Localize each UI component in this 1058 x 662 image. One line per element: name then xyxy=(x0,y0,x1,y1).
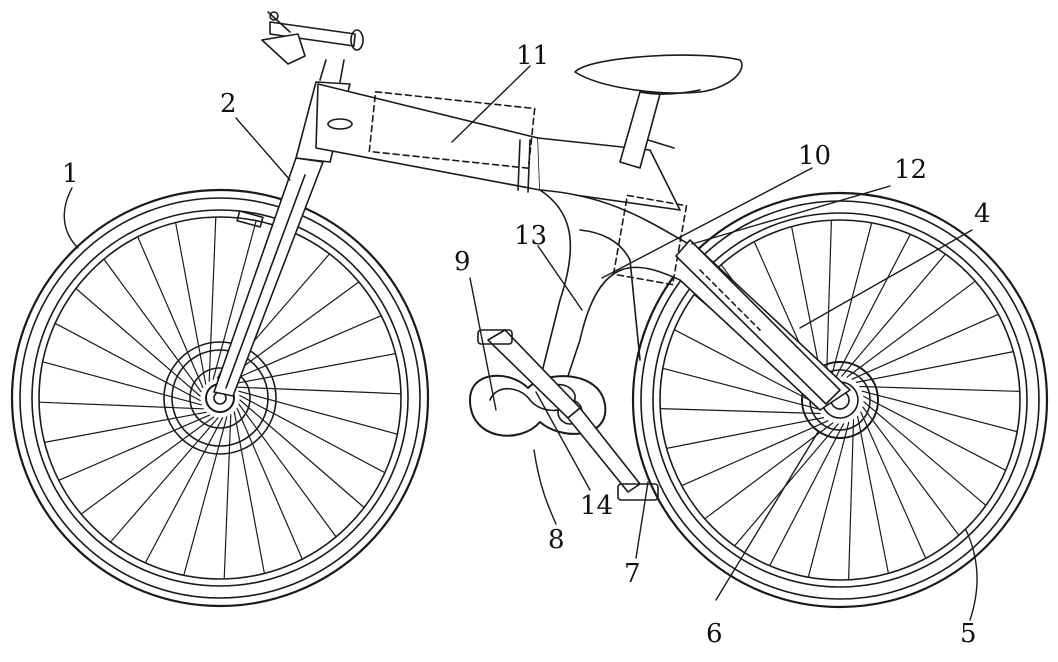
label-8: 8 xyxy=(548,525,565,555)
chain-stay xyxy=(676,240,840,404)
label-14: 14 xyxy=(580,491,613,521)
front-wheel xyxy=(12,190,428,606)
spoke xyxy=(831,223,872,378)
label-5: 5 xyxy=(960,619,977,649)
spoke xyxy=(827,220,832,380)
spoke xyxy=(55,323,200,400)
label-13: 13 xyxy=(514,221,547,251)
saddle xyxy=(575,55,742,94)
spoke xyxy=(237,387,401,394)
front-fork xyxy=(214,158,323,396)
spoke xyxy=(224,415,231,579)
front-spokes xyxy=(39,217,401,579)
label-6: 6 xyxy=(706,619,723,649)
front-brake-disc xyxy=(164,342,276,454)
handlebar xyxy=(262,12,363,64)
label-10: 10 xyxy=(798,141,831,171)
spoke xyxy=(209,217,216,381)
spoke xyxy=(145,418,222,563)
spoke xyxy=(138,237,203,388)
label-11: 11 xyxy=(516,41,549,71)
spoke xyxy=(849,420,854,580)
spoke xyxy=(59,415,210,480)
spoke xyxy=(43,362,202,405)
spoke xyxy=(860,387,1020,392)
label-9: 9 xyxy=(454,247,471,277)
spoke xyxy=(184,417,227,576)
label-7: 7 xyxy=(624,559,641,589)
label-12: 12 xyxy=(894,155,927,185)
spoke xyxy=(836,234,910,376)
spoke xyxy=(660,409,820,414)
spoke xyxy=(862,391,1017,432)
label-2: 2 xyxy=(220,89,237,119)
spoke xyxy=(864,396,1006,470)
spoke xyxy=(240,396,385,473)
spoke xyxy=(808,422,849,577)
spoke xyxy=(237,408,302,559)
label-1: 1 xyxy=(62,159,79,189)
spoke xyxy=(239,391,397,434)
spoke xyxy=(770,424,844,566)
spoke xyxy=(39,402,203,409)
label-4: 4 xyxy=(974,199,991,229)
